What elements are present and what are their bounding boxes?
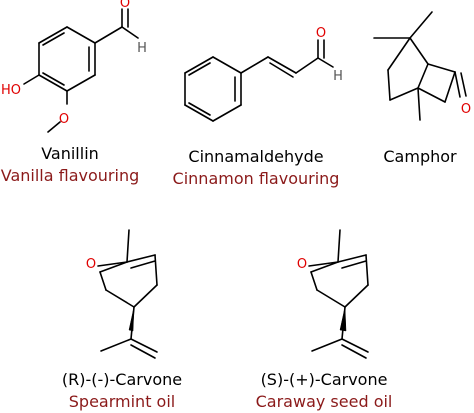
vanillin-aldehyde-oxygen: O [120,0,130,11]
cinnamaldehyde-structure: O H [184,26,343,122]
cinnamaldehyde-oxygen: O [316,26,326,41]
vanillin-hydroxyl-label: HO [1,83,21,98]
vanillin-structure: O H HO O [1,0,147,133]
s-carvone-name: (S)-(+)-Carvone [260,370,388,389]
r-carvone-caption: (R)-(-)-Carvone Spearmint oil [62,369,182,413]
s-carvone-wedge [339,306,347,332]
s-carvone-oxygen: O [297,257,307,272]
r-carvone-wedge [128,306,135,332]
vanillin-use: Vanilla flavouring [0,166,140,185]
s-carvone-caption: (S)-(+)-Carvone Caraway seed oil [256,369,393,413]
vanillin-caption: Vanillin Vanilla flavouring [1,143,139,187]
cinnamaldehyde-name: Cinnamaldehyde [188,147,324,166]
camphor-name: Camphor [383,147,457,166]
vanillin-ring [38,26,96,92]
cinnamaldehyde-ring [184,56,242,122]
cinnamaldehyde-use: Cinnamon flavouring [172,169,340,188]
vanillin-name: Vanillin [41,144,99,163]
r-carvone-use: Spearmint oil [68,392,176,411]
vanillin-methoxy-oxygen: O [59,112,69,127]
cinnamaldehyde-hydrogen: H [333,69,343,84]
r-carvone-name: (R)-(-)-Carvone [61,370,183,389]
camphor-ketone-oxygen: O [461,102,471,117]
vanillin-aldehyde-hydrogen: H [137,41,147,56]
s-carvone-structure: O [297,229,369,359]
camphor-caption: Camphor [383,146,456,168]
r-carvone-structure: O [86,229,158,359]
s-carvone-use: Caraway seed oil [255,392,393,411]
camphor-structure: O [373,11,471,121]
cinnamaldehyde-caption: Cinnamaldehyde Cinnamon flavouring [173,146,340,190]
r-carvone-oxygen: O [86,257,96,272]
